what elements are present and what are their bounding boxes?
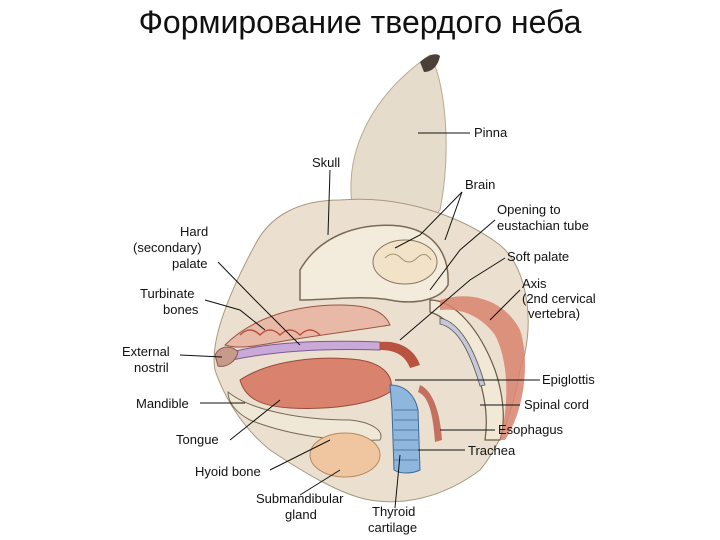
label-pinna: Pinna bbox=[474, 125, 508, 140]
thyroid-leader bbox=[394, 454, 401, 509]
label-turbinate-2: bones bbox=[163, 302, 199, 317]
esophagus-shape bbox=[418, 385, 442, 442]
label-epiglottis: Epiglottis bbox=[542, 372, 595, 387]
tongue-leader bbox=[229, 399, 281, 441]
turbinate-leader bbox=[204, 299, 266, 331]
opening-leader bbox=[429, 219, 496, 291]
label-turbinate-1: Turbinate bbox=[140, 286, 194, 301]
submand-leader bbox=[299, 469, 341, 496]
label-thyroid-1: Thyroid bbox=[372, 504, 415, 519]
soft-palate-shape bbox=[380, 341, 420, 368]
label-opening-1: Opening to bbox=[497, 202, 561, 217]
label-skull: Skull bbox=[312, 155, 340, 170]
label-spinal-cord: Spinal cord bbox=[524, 397, 589, 412]
submandibular-gland-shape bbox=[309, 432, 381, 478]
neck-muscles bbox=[440, 296, 525, 440]
brain-leader bbox=[394, 191, 463, 249]
label-hard-2: (secondary) bbox=[133, 240, 202, 255]
trachea-rings bbox=[394, 409, 418, 461]
label-trachea: Trachea bbox=[468, 443, 516, 458]
slide-title: Формирование твердого неба bbox=[138, 4, 582, 40]
hyoid-leader bbox=[269, 439, 331, 471]
label-tongue: Tongue bbox=[176, 432, 219, 447]
brain-folds bbox=[384, 253, 432, 263]
label-axis-2: (2nd cervical bbox=[522, 291, 596, 306]
nose-tip bbox=[214, 346, 239, 367]
axis-leader bbox=[489, 289, 521, 321]
label-axis-1: Axis bbox=[522, 276, 547, 291]
trachea-shape bbox=[389, 384, 421, 474]
skull-leader bbox=[327, 169, 331, 236]
label-opening-2: eustachian tube bbox=[497, 218, 589, 233]
label-external-1: External bbox=[122, 344, 170, 359]
label-mandible: Mandible bbox=[136, 396, 189, 411]
label-hard-3: palate bbox=[172, 256, 207, 271]
label-submand-1: Submandibular bbox=[256, 491, 344, 506]
label-hyoid: Hyoid bone bbox=[195, 464, 261, 479]
label-hard-1: Hard bbox=[180, 224, 208, 239]
label-brain: Brain bbox=[465, 177, 495, 192]
spinal-cord-shape bbox=[439, 317, 486, 387]
mandible-shape bbox=[227, 390, 382, 441]
label-thyroid-2: cartilage bbox=[368, 520, 417, 535]
label-submand-2: gland bbox=[285, 507, 317, 522]
brain-shape bbox=[372, 239, 438, 285]
external-nostril-leader bbox=[179, 354, 223, 358]
label-axis-3: vertebra) bbox=[528, 306, 580, 321]
label-esophagus: Esophagus bbox=[498, 422, 564, 437]
label-external-2: nostril bbox=[134, 360, 169, 375]
nasal-cavity bbox=[224, 304, 391, 348]
brain-leader-2 bbox=[444, 191, 463, 241]
hard-palate-leader bbox=[217, 261, 301, 346]
soft-palate-leader bbox=[399, 257, 506, 341]
pinna-tip bbox=[420, 54, 440, 72]
turbinate-bones bbox=[239, 329, 321, 337]
label-soft-palate: Soft palate bbox=[507, 249, 569, 264]
